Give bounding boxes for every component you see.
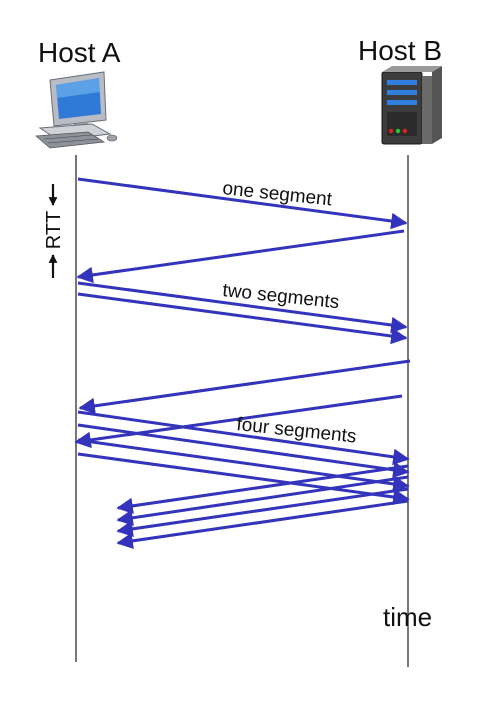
segment-arrow: [77, 438, 410, 493]
segment-arrow: [77, 177, 408, 230]
desktop-computer-icon: [35, 71, 118, 149]
server-tower-icon: [381, 66, 442, 145]
segment-arrow: [77, 410, 410, 466]
ack-arrow: [78, 359, 411, 415]
rtt-label: RTT: [43, 211, 65, 250]
server-drive-led: [387, 90, 417, 95]
ack-arrow: [76, 229, 405, 284]
ack-arrow: [116, 499, 409, 550]
server-drive-led: [387, 100, 417, 105]
host-b-label: Host B: [358, 35, 442, 66]
time-label: time: [383, 602, 432, 632]
two-segments-label: two segments: [221, 280, 340, 313]
segment-arrow: [77, 423, 410, 479]
ack-arrow: [116, 464, 409, 515]
segment-arrow: [77, 452, 410, 506]
ack-arrow: [116, 475, 409, 526]
ack-arrow: [116, 487, 409, 538]
segment-arrow: [77, 281, 408, 334]
ack-arrow: [74, 394, 403, 449]
server-drive-led: [387, 80, 417, 85]
rtt-indicator: RTT: [43, 184, 65, 278]
segment-arrow: [77, 292, 408, 345]
segment-arrows: [74, 177, 411, 550]
host-a-label: Host A: [38, 37, 121, 68]
